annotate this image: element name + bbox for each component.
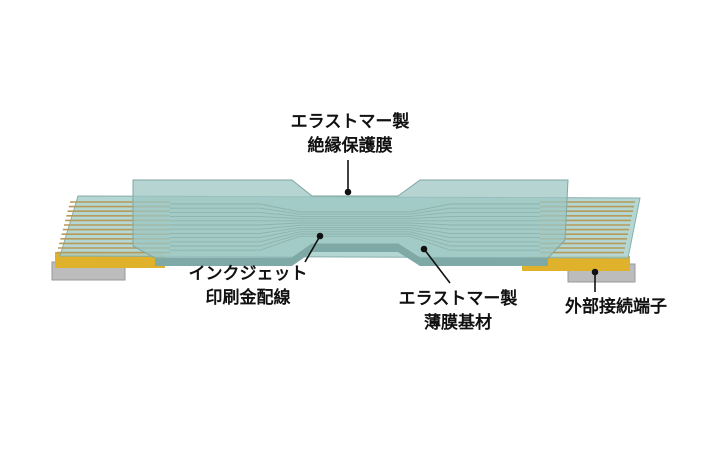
serpentine-trace — [170, 216, 540, 220]
serpentine-trace — [170, 235, 540, 251]
right-gold-pad — [522, 256, 630, 271]
serpentine-trace — [170, 222, 540, 226]
label-external-terminal: 外部接続端子 — [565, 295, 667, 319]
serpentine-trace — [170, 211, 540, 217]
leader-substrate — [423, 248, 451, 284]
label-line: 外部接続端子 — [565, 297, 667, 317]
serpentine-trace — [170, 229, 540, 239]
leader-wiring — [304, 235, 321, 263]
serpentine-trace — [170, 203, 540, 213]
label-insulation-film: エラストマー製 絶縁保護膜 — [291, 110, 410, 158]
serpentine-trace — [170, 231, 540, 243]
label-line: エラストマー製 — [290, 112, 410, 132]
label-line: 印刷金配線 — [205, 288, 291, 308]
label-substrate: エラストマー製 薄膜基材 — [399, 287, 518, 335]
serpentine-trace — [170, 233, 540, 247]
serpentine-trace — [170, 224, 540, 230]
center-traces — [170, 203, 540, 251]
serpentine-trace — [170, 207, 540, 215]
label-line: 絶縁保護膜 — [307, 136, 393, 156]
serpentine-trace — [170, 226, 540, 234]
label-line: 薄膜基材 — [423, 313, 492, 333]
protective-film-front-edge — [155, 244, 548, 266]
label-line: エラストマー製 — [398, 289, 518, 309]
label-line: インクジェット — [188, 264, 308, 284]
label-inkjet-wiring: インクジェット 印刷金配線 — [189, 262, 308, 310]
